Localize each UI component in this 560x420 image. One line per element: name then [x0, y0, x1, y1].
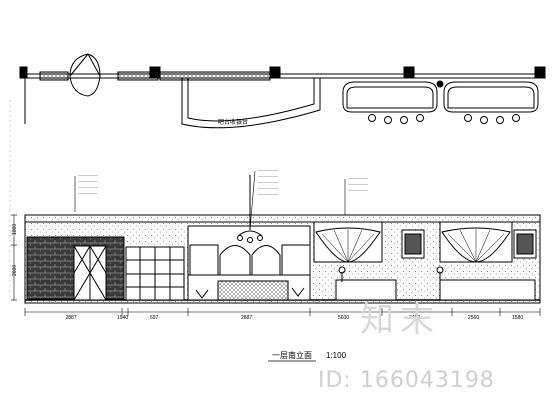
- double-door-plan: [69, 53, 101, 97]
- callout-text: —————: [78, 190, 98, 195]
- callout-text: —————: [78, 178, 98, 183]
- callout-text: —————: [78, 184, 98, 189]
- callout-text: —————: [348, 181, 368, 186]
- drawing-title-block: 一层南立面 1:100: [268, 350, 347, 362]
- framed-picture-right: [513, 229, 537, 259]
- booth-curtain-right: [439, 221, 513, 263]
- watermark-id: ID: 166043198: [318, 368, 495, 393]
- window-grid: [125, 246, 185, 301]
- booth-curtain-left: [313, 221, 383, 263]
- entrance-door: [73, 245, 107, 301]
- dimension-label: 3400: [409, 315, 420, 321]
- callout-leader: [249, 170, 256, 231]
- plan-view: 吧台收银台: [19, 53, 546, 129]
- dimension-label: 1940: [117, 315, 128, 321]
- watermark-logo: 知末: [360, 300, 440, 340]
- framed-picture-left: [401, 229, 425, 259]
- chandelier: [237, 175, 263, 243]
- callout-text: —————: [258, 167, 278, 172]
- drawing-scale: 1:100: [326, 351, 347, 360]
- drawing-title: 一层南立面: [272, 350, 312, 360]
- callout-text: —————: [258, 191, 278, 196]
- dimension-label: 1580: [512, 315, 523, 321]
- dimension-label: 2887: [241, 315, 252, 321]
- dimension-label: 2887: [66, 315, 77, 321]
- dimension-label: 2560: [468, 315, 479, 321]
- width-dimensions: 2887 1940 697 2887 5600 3400 2560 1580: [24, 308, 541, 321]
- dimension-label: 5600: [338, 315, 349, 321]
- callout-text: —————: [258, 173, 278, 178]
- dimension-label: 697: [150, 315, 159, 321]
- plan-label: 吧台收银台: [218, 118, 248, 126]
- callout-text: —————: [78, 172, 98, 177]
- bar-counter-plan: 吧台收银台: [181, 78, 321, 129]
- callout-text: —————: [258, 185, 278, 190]
- callout-annotations: ————————————————————————————————————————…: [74, 167, 368, 231]
- height-dim-1: 1000: [12, 224, 18, 235]
- elevation-view: [24, 175, 541, 304]
- height-dim-2: 2600: [12, 265, 18, 276]
- booth-sofas: [335, 266, 536, 301]
- callout-text: —————: [258, 179, 278, 184]
- callout-text: —————: [348, 187, 368, 192]
- callout-text: —————: [348, 175, 368, 180]
- bar-back-wall: [187, 225, 311, 301]
- height-dimensions: 1000 2600: [11, 214, 18, 301]
- booth-seating-plan: [342, 80, 539, 124]
